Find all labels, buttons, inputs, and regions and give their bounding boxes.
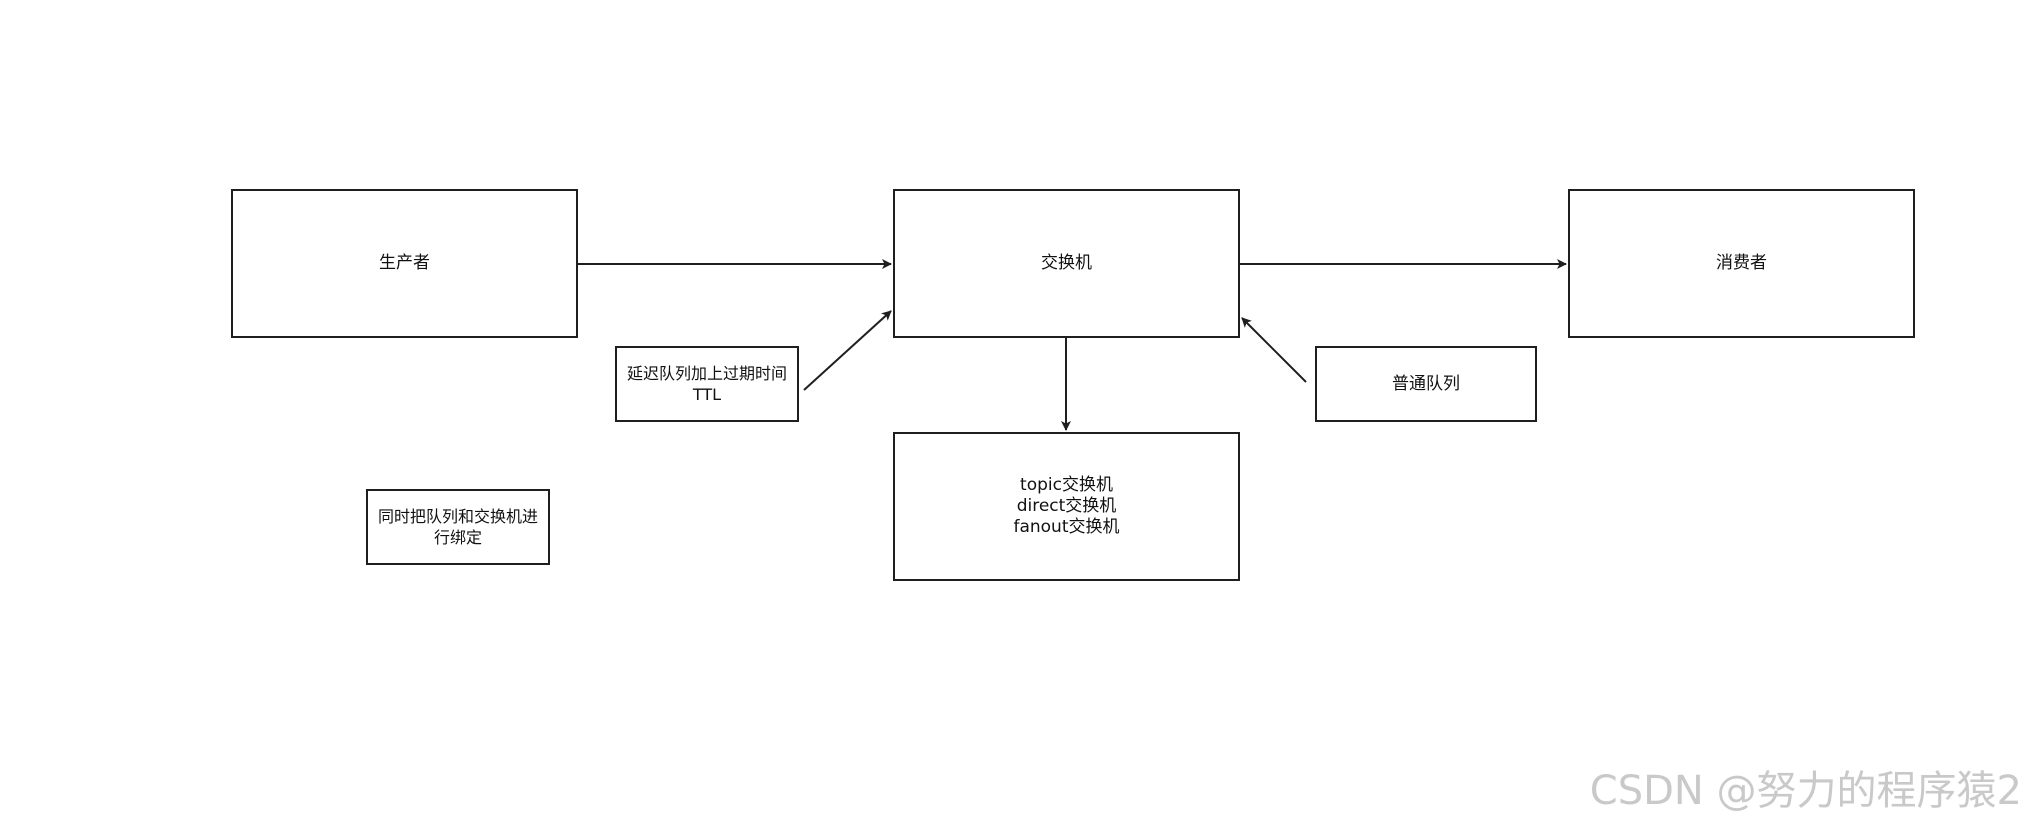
consumer-label: 消费者 [1716,253,1767,273]
exchange-type-fanout: fanout交换机 [1013,517,1120,537]
exchange-type-direct: direct交换机 [1016,496,1117,516]
binding-note-line-2: 行绑定 [433,528,482,547]
delay-queue-label-line-1: 延迟队列加上过期时间 [626,364,787,383]
normal-queue-label: 普通队列 [1392,373,1460,394]
exchange-label: 交换机 [1041,253,1092,273]
edge-delay-to-exchange [803,310,892,391]
watermark-text: CSDN @努力的程序猿2 [1589,768,2022,814]
binding-note-line-1: 同时把队列和交换机进 [377,507,538,526]
consumer-node[interactable]: 消费者 [1568,189,1915,338]
exchange-type-topic: topic交换机 [1020,475,1113,495]
exchange-node[interactable]: 交换机 [893,189,1240,338]
delay-queue-node[interactable]: 延迟队列加上过期时间 TTL [615,346,799,422]
exchange-types-node[interactable]: topic交换机 direct交换机 fanout交换机 [893,432,1240,581]
producer-label: 生产者 [379,253,430,273]
edge-normal-to-exchange [1241,317,1307,383]
producer-node[interactable]: 生产者 [231,189,578,338]
normal-queue-node[interactable]: 普通队列 [1315,346,1537,422]
delay-queue-label-line-2: TTL [692,385,722,404]
binding-note-node[interactable]: 同时把队列和交换机进 行绑定 [366,489,550,565]
